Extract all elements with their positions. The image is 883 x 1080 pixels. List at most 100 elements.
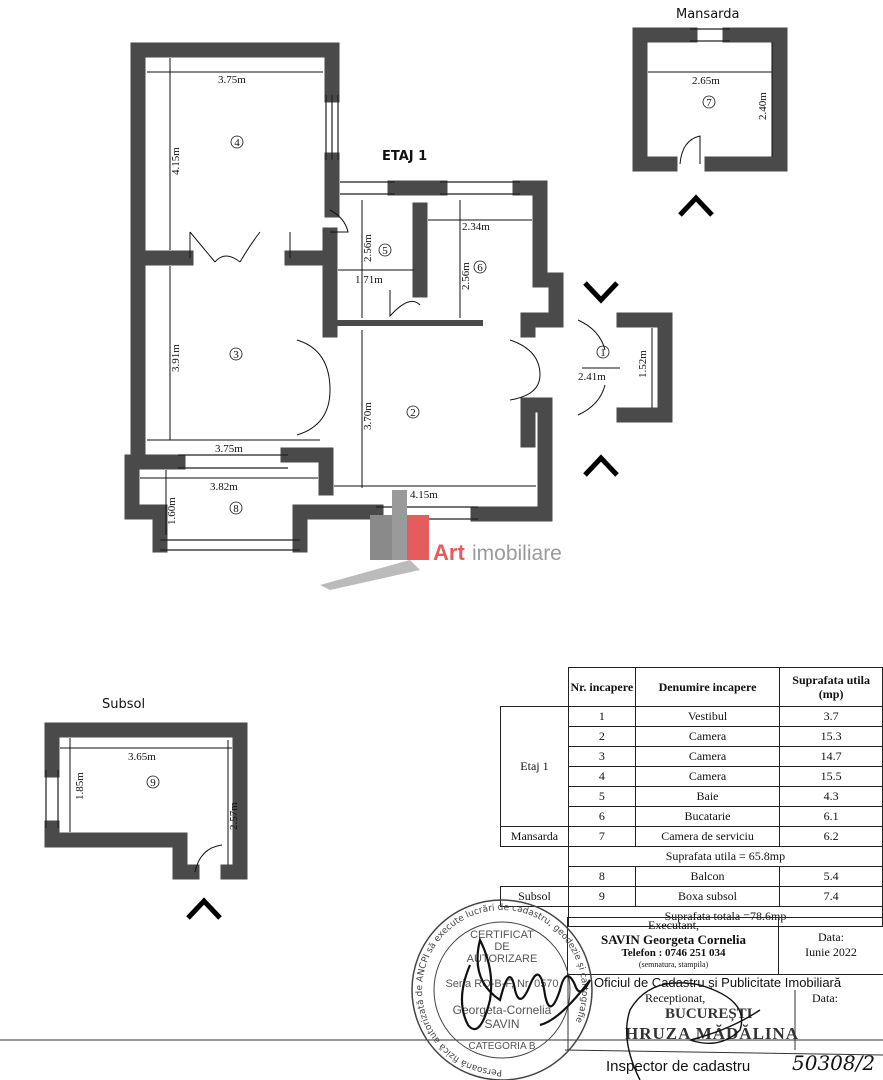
dim-label: 3.91m <box>170 344 182 372</box>
room-number: 3 <box>233 349 239 361</box>
table-header: Nr. incapere Denumire incapere Suprafata… <box>501 667 883 707</box>
area-cell: 15.3 <box>779 726 883 747</box>
office-name: Oficiul de Cadastru și Publicitate Imobi… <box>594 975 842 990</box>
area-cell: 5.4 <box>779 866 883 887</box>
chevron-up-icon <box>583 454 619 477</box>
nr-cell: 5 <box>567 786 636 807</box>
stamp-note: (semnatura, stampila) <box>638 960 709 969</box>
nr-cell: 8 <box>567 866 636 887</box>
subsol-plan <box>44 722 248 880</box>
dim-label: 1.60m <box>166 497 178 525</box>
room-number: 7 <box>706 97 712 109</box>
name-cell: Camera <box>634 766 781 787</box>
nr-cell: 2 <box>567 726 636 747</box>
area-cell: 14.7 <box>779 746 883 767</box>
nr-cell: 3 <box>567 746 636 767</box>
date-box: Data: Iunie 2022 <box>778 917 883 975</box>
subtotal-row: Suprafata utila = 65.8mp <box>501 846 883 867</box>
executant-label: Executant, <box>648 918 699 932</box>
watermark-suffix: imobiliare <box>472 542 562 565</box>
inspector-name: HRUZA MĂDĂLINA <box>625 1024 800 1043</box>
area-cell: 7.4 <box>779 886 883 907</box>
dim-label: 1.85m <box>74 772 86 800</box>
room-number: 2 <box>410 407 416 419</box>
area-cell: 6.1 <box>779 806 883 827</box>
name-cell: Camera de serviciu <box>634 826 781 847</box>
name-cell: Balcon <box>634 866 781 887</box>
watermark-brand: Art <box>433 540 465 565</box>
room-number: 5 <box>382 245 388 257</box>
room-number: 8 <box>233 503 239 515</box>
date-value: Iunie 2022 <box>805 945 857 959</box>
dim-label: 4.15m <box>170 147 182 175</box>
subtotal-cell: Suprafata utila = 65.8mp <box>567 846 883 867</box>
area-cell: 15.5 <box>779 766 883 787</box>
area-cell: 4.3 <box>779 786 883 807</box>
nr-cell: 6 <box>567 806 636 827</box>
room-number: 1 <box>600 347 606 359</box>
room-number: 4 <box>234 137 240 149</box>
city: BUCUREȘTI <box>665 1006 753 1022</box>
nr-cell: 9 <box>567 886 636 907</box>
received-date-label: Data: <box>812 991 838 1005</box>
dimension-lines <box>60 42 773 865</box>
executant-name: SAVIN Georgeta Cornelia <box>601 932 746 947</box>
etaj-1-walls <box>124 42 673 553</box>
level-cell: Mansarda <box>500 826 569 847</box>
room-number: 6 <box>477 262 483 274</box>
level-cell: Etaj 1 <box>500 706 569 827</box>
executant-box: Executant, SAVIN Georgeta Cornelia Telef… <box>567 917 779 975</box>
dim-label: 2.57m <box>228 802 240 830</box>
nr-cell: 7 <box>567 826 636 847</box>
nr-cell: 1 <box>567 706 636 727</box>
orientation-arrows <box>186 194 714 920</box>
dim-label: 2.40m <box>757 92 769 120</box>
name-cell: Baie <box>634 786 781 807</box>
area-cell: 6.2 <box>779 826 883 847</box>
header-nr: Nr. incapere <box>567 667 636 707</box>
dim-label: 3.75m <box>218 74 246 86</box>
dim-label: 1.71m <box>355 274 383 286</box>
dim-label: 2.41m <box>578 371 606 383</box>
name-cell: Camera <box>634 726 781 747</box>
dim-label: 4.15m <box>410 489 438 501</box>
inspector-title: Inspector de cadastru <box>606 1058 751 1075</box>
mansarda-title: Mansarda <box>676 7 740 22</box>
name-cell: Bucatarie <box>634 806 781 827</box>
dim-label: 2.56m <box>460 262 472 290</box>
name-cell: Boxa subsol <box>634 886 781 907</box>
dim-label: 2.34m <box>462 221 490 233</box>
dim-label: 3.65m <box>128 751 156 763</box>
handwritten-number: 50308/2 <box>792 1051 876 1075</box>
header-area: Suprafata utila (mp) <box>779 667 883 707</box>
room-numbers <box>146 95 716 789</box>
name-cell: Vestibul <box>634 706 781 727</box>
total-cell: Suprafata totala =78.6mp <box>567 906 883 927</box>
executant-phone: Telefon : 0746 251 034 <box>621 947 726 959</box>
dim-label: 3.82m <box>210 481 238 493</box>
date-label: Data: <box>818 930 844 944</box>
name-cell: Camera <box>634 746 781 767</box>
chevron-up-icon <box>186 897 222 920</box>
mansarda-plan <box>632 27 788 172</box>
etaj-1-doors <box>189 209 606 436</box>
area-cell: 3.7 <box>779 706 883 727</box>
dim-label: 3.70m <box>362 402 374 430</box>
room-number: 9 <box>150 777 156 789</box>
header-name: Denumire incapere <box>634 667 781 707</box>
subsol-title: Subsol <box>102 697 145 712</box>
etaj-title: ETAJ 1 <box>382 149 427 164</box>
watermark-logo: Art imobiliare <box>320 490 562 590</box>
rooms-table: Nr. incapere Denumire incapere Suprafata… <box>500 667 883 927</box>
dim-label: 3.75m <box>215 443 243 455</box>
dim-label: 1.52m <box>637 350 649 378</box>
